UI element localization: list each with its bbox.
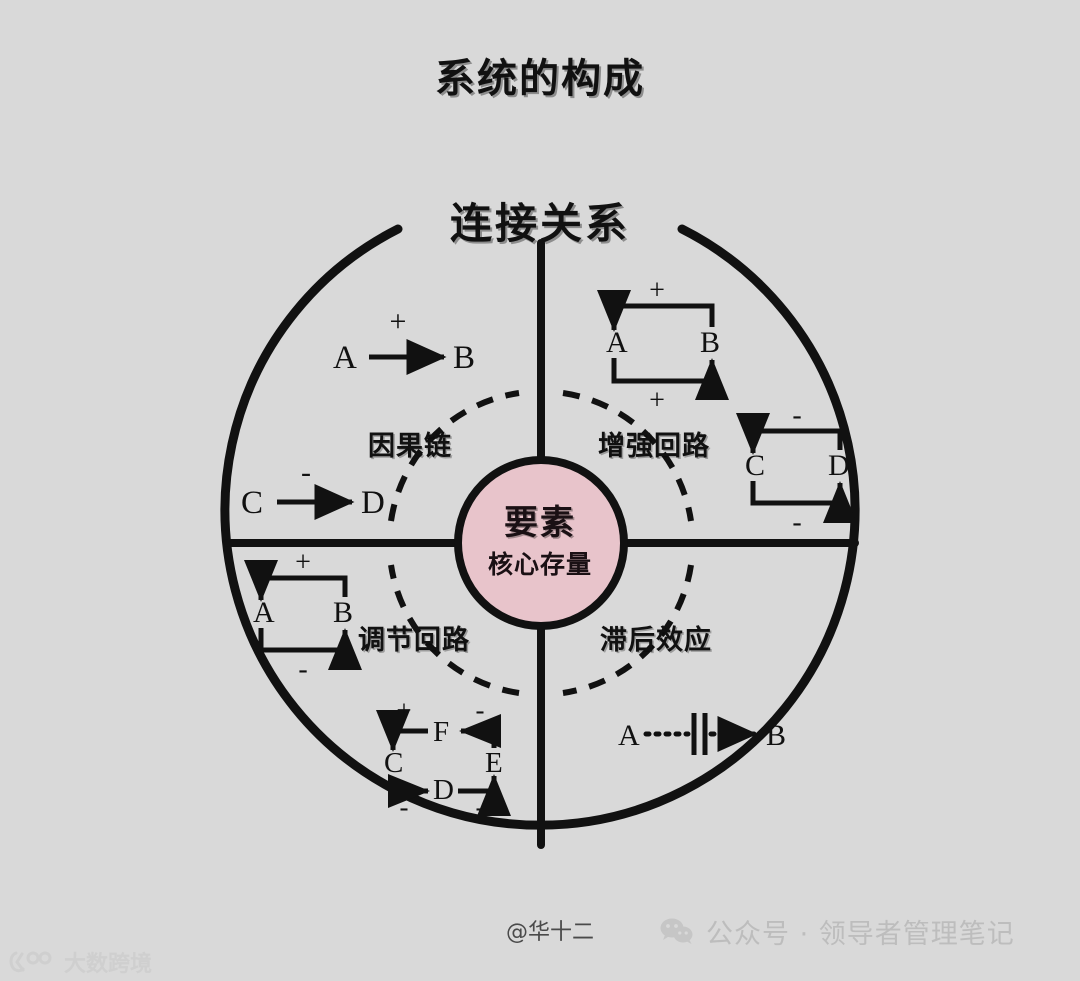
causal-chain-arrow-cd: C - D [241, 456, 385, 521]
author-credit: @华十二 [505, 920, 594, 945]
sign-minus: - [400, 792, 409, 822]
wechat-icon [660, 918, 693, 944]
node-b-label: B [333, 596, 353, 629]
causal-chain-arrow-ab: A + B [333, 305, 475, 376]
node-f-label: F [433, 716, 449, 748]
delay-effect-arrow: A B [618, 713, 786, 755]
node-a-label: A [606, 326, 628, 359]
sign-minus: - [792, 400, 801, 431]
balancing-loop-ab: A B + - [244, 547, 362, 685]
sign-minus: - [301, 456, 311, 489]
sign-minus: - [792, 507, 801, 538]
page-title: 系统的构成 [435, 56, 645, 102]
brand-watermark: 大数跨境 [8, 946, 152, 978]
node-e-label: E [485, 747, 503, 779]
node-c-label: C [384, 747, 403, 779]
core-sublabel: 核心存量 [487, 550, 592, 579]
sign-minus: - [298, 654, 307, 685]
node-b-label: B [700, 326, 720, 359]
sign-plus: + [295, 547, 311, 578]
balancing-loop-cdef: C D E F + - - - [376, 695, 511, 822]
node-d-label: D [828, 449, 850, 482]
sign-plus: + [649, 385, 665, 416]
node-a-label: A [333, 340, 357, 376]
inner-dashed-ring [388, 390, 694, 696]
brand-logo-icon [9, 951, 52, 973]
brand-watermark-text: 大数跨境 [64, 952, 153, 977]
wechat-watermark: 公众号 · 领导者管理笔记 [660, 912, 1015, 951]
ring-title: 连接关系 [449, 199, 630, 248]
sign-plus: + [649, 275, 665, 306]
sign-plus: + [396, 695, 411, 725]
sign-plus: + [390, 305, 407, 338]
reinforcing-loop-ab: A B + + [597, 275, 729, 416]
node-d-label: D [433, 774, 454, 806]
sign-minus: - [476, 695, 485, 725]
quadrant-label-reinforcing-loop: 增强回路 [598, 431, 710, 462]
node-c-label: C [241, 485, 263, 521]
node-c-label: C [745, 449, 765, 482]
node-b-label: B [453, 340, 475, 376]
core-label: 要素 [504, 503, 576, 543]
quadrant-label-delay-effect: 滞后效应 [600, 625, 712, 656]
quadrant-label-balancing-loop: 调节回路 [358, 625, 470, 656]
core-circle [454, 456, 628, 630]
quadrant-label-causal-chain: 因果链 [368, 431, 452, 462]
delay-double-bar-icon [691, 713, 708, 755]
node-d-label: D [361, 485, 385, 521]
sign-minus: - [476, 792, 485, 822]
reinforcing-loop-cd: C D - - [736, 400, 857, 538]
node-b-label: B [766, 719, 786, 752]
wechat-watermark-text: 公众号 · 领导者管理笔记 [706, 919, 1015, 950]
node-a-label: A [618, 719, 640, 752]
node-a-label: A [253, 596, 275, 629]
